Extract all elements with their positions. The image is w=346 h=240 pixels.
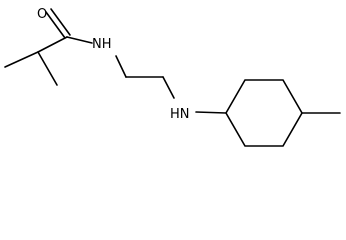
- carbonyl-oxygen-label: O: [37, 7, 47, 22]
- bond-ch2-amine-n: [162, 76, 175, 99]
- bond-methyl-upper: [4, 51, 39, 68]
- cyclohexane-ring: [225, 79, 303, 147]
- amide-nitrogen-label: NH: [92, 37, 112, 52]
- amine-nitrogen-label: HN: [170, 107, 190, 122]
- bond-amine-n-ring: [195, 111, 227, 114]
- bond-ch-carbonyl: [37, 36, 68, 53]
- bond-amide-n-ch2: [115, 55, 127, 78]
- bond-carbonyl-double-2: [50, 8, 71, 36]
- bond-carbonyl-double-1: [45, 11, 66, 39]
- bond-methyl-lower: [37, 51, 58, 86]
- molecule-structure: O NH HN: [4, 7, 341, 147]
- bond-carbonyl-amide-n: [66, 36, 93, 44]
